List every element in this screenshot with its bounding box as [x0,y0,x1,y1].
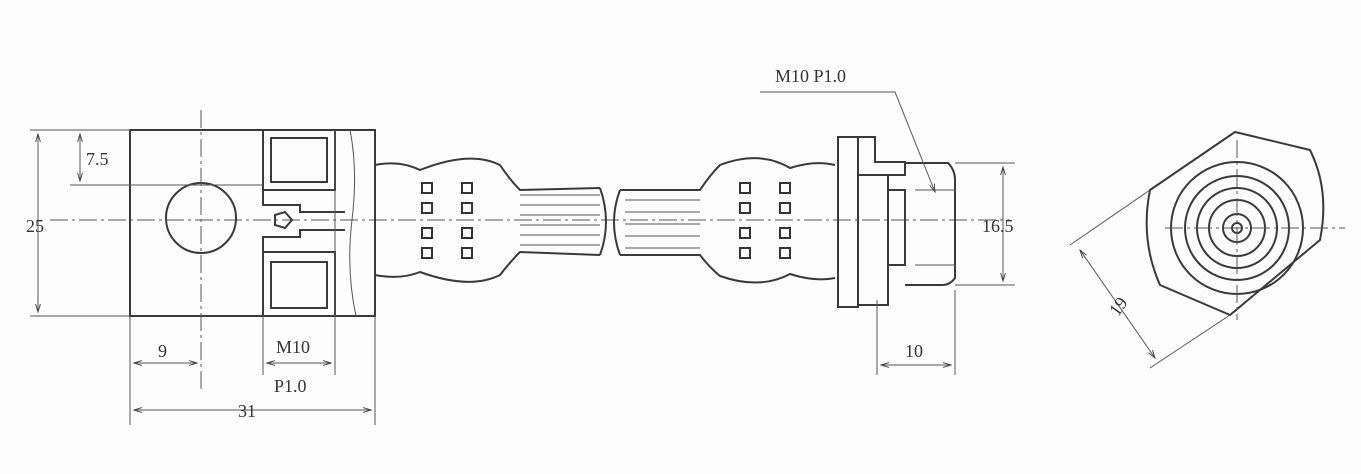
dim-m10: M10 [276,337,310,357]
end-view [1069,130,1345,369]
male-fitting [837,136,1015,375]
banjo-block [129,110,376,390]
dim-16-5: 16.5 [982,216,1014,236]
hose-right [613,157,836,284]
dim-9: 9 [158,341,167,361]
dimension-lines [30,91,1155,425]
dim-19: 19 [1105,293,1132,319]
dim-25: 25 [26,216,44,236]
dim-p1-0: P1.0 [274,376,307,396]
dim-7-5: 7.5 [86,149,109,169]
dim-10: 10 [905,341,923,361]
dim-m10-p1-0: M10 P1.0 [775,66,846,86]
dim-31: 31 [238,401,256,421]
hose-left [374,157,607,283]
